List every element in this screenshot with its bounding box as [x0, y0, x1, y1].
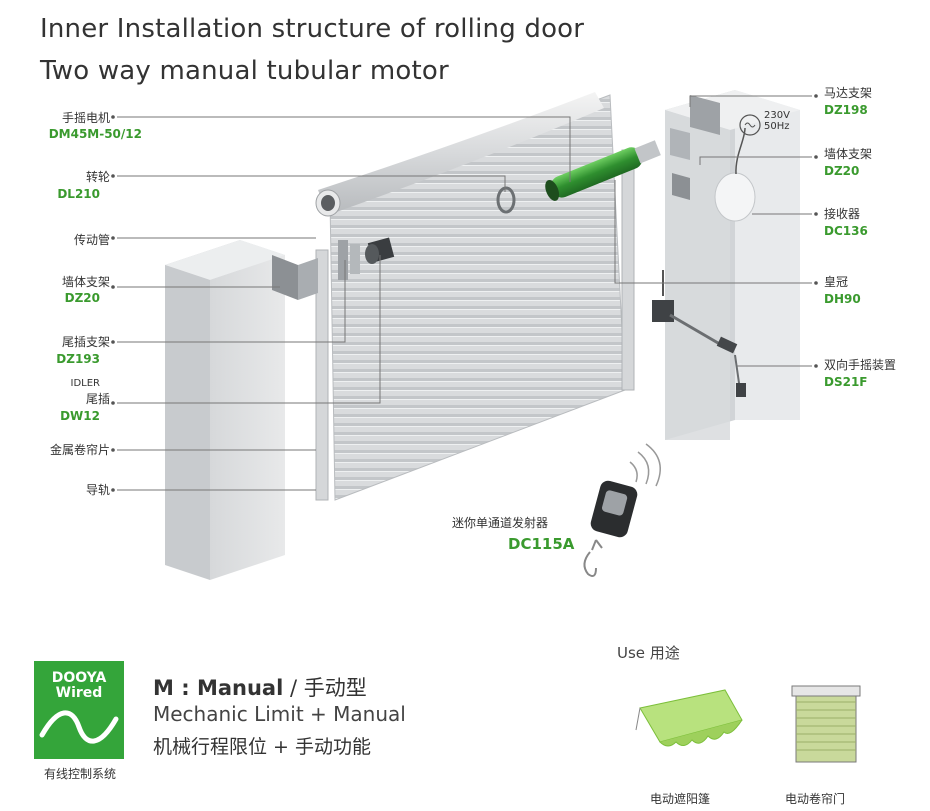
mechanic-limit-en: Mechanic Limit + Manual [153, 702, 406, 726]
label-crown: 皇冠 [824, 275, 849, 289]
code-wall-bracket-left: DZ20 [64, 291, 100, 305]
label-idler-bracket: 尾插支架 [61, 335, 110, 349]
label-remote: 迷你单通道发射器 [452, 516, 549, 530]
code-idler: DW12 [60, 409, 100, 423]
left-guide-rail [315, 249, 329, 501]
mode-name: Manual [196, 676, 284, 700]
leader-dots [111, 94, 818, 492]
diagram-title: Inner Installation structure of rolling … [40, 14, 585, 44]
mode-separator: : [173, 676, 197, 700]
left-wall-bracket [272, 255, 318, 300]
use-heading: Use 用途 [617, 644, 680, 662]
use-rolling-door-label: 电动卷帘门 [785, 792, 846, 806]
code-wall-bracket-right: DZ20 [824, 164, 860, 178]
tubular-motor [545, 140, 661, 201]
logo-caption: 有线控制系统 [43, 767, 116, 781]
label-guide-rail: 导轨 [85, 483, 110, 497]
label-manual-device: 双向手摇装置 [824, 358, 897, 372]
mode-key: M [153, 676, 174, 700]
manual-crank [652, 270, 746, 397]
mode-slash: / [283, 676, 304, 700]
diagram-subtitle: Two way manual tubular motor [40, 56, 449, 86]
code-remote: DC115A [508, 535, 575, 553]
motor-bracket [690, 95, 720, 135]
code-motor-bracket: DZ198 [824, 103, 868, 117]
code-idler-bracket: DZ193 [56, 352, 100, 366]
awning-icon [635, 689, 743, 747]
label-metal-slats: 金属卷帘片 [49, 443, 110, 457]
use-awning-label: 电动遮阳篷 [650, 792, 711, 806]
label-hand-motor: 手摇电机 [61, 111, 110, 125]
wave-icon [39, 710, 119, 744]
code-manual-device: DS21F [824, 375, 868, 389]
frequency-label: 50Hz [764, 121, 790, 132]
mode-line: M : Manual / 手动型 [153, 672, 367, 702]
right-wall-block [665, 90, 800, 440]
left-leader-lines [117, 116, 571, 491]
dooya-wired-logo: DOOYA Wired [34, 661, 124, 759]
label-idler: 尾插 [85, 392, 110, 406]
idler-bracket [338, 240, 360, 280]
label-receiver: 接收器 [824, 207, 861, 221]
code-receiver: DC136 [824, 224, 868, 238]
idler-plug [365, 237, 395, 264]
left-pillar [165, 240, 285, 580]
drive-wheel [496, 186, 516, 214]
code-hand-motor: DM45M-50/12 [48, 127, 142, 141]
door-curtain [315, 92, 626, 501]
code-crown: DH90 [824, 292, 861, 306]
label-drive-tube: 传动管 [73, 233, 110, 247]
code-wheel: DL210 [57, 187, 100, 201]
remote-transmitter [583, 443, 661, 577]
label-idler-en: IDLER [70, 378, 101, 389]
logo-wired-text: Wired [55, 685, 103, 701]
mechanic-limit-cn: 机械行程限位 + 手动功能 [153, 736, 371, 758]
label-wall-bracket-left: 墙体支架 [61, 275, 110, 289]
label-wheel: 转轮 [85, 170, 110, 184]
logo-brand-text: DOOYA [51, 670, 107, 686]
receiver [714, 114, 761, 222]
mode-cn: 手动型 [303, 676, 367, 700]
right-guide-rail [621, 149, 635, 391]
rolling-door-icon [791, 685, 861, 763]
voltage-label: 230V [764, 110, 790, 121]
right-leader-lines [614, 95, 812, 367]
label-wall-bracket-right: 墙体支架 [824, 147, 873, 161]
label-motor-bracket: 马达支架 [824, 86, 873, 100]
